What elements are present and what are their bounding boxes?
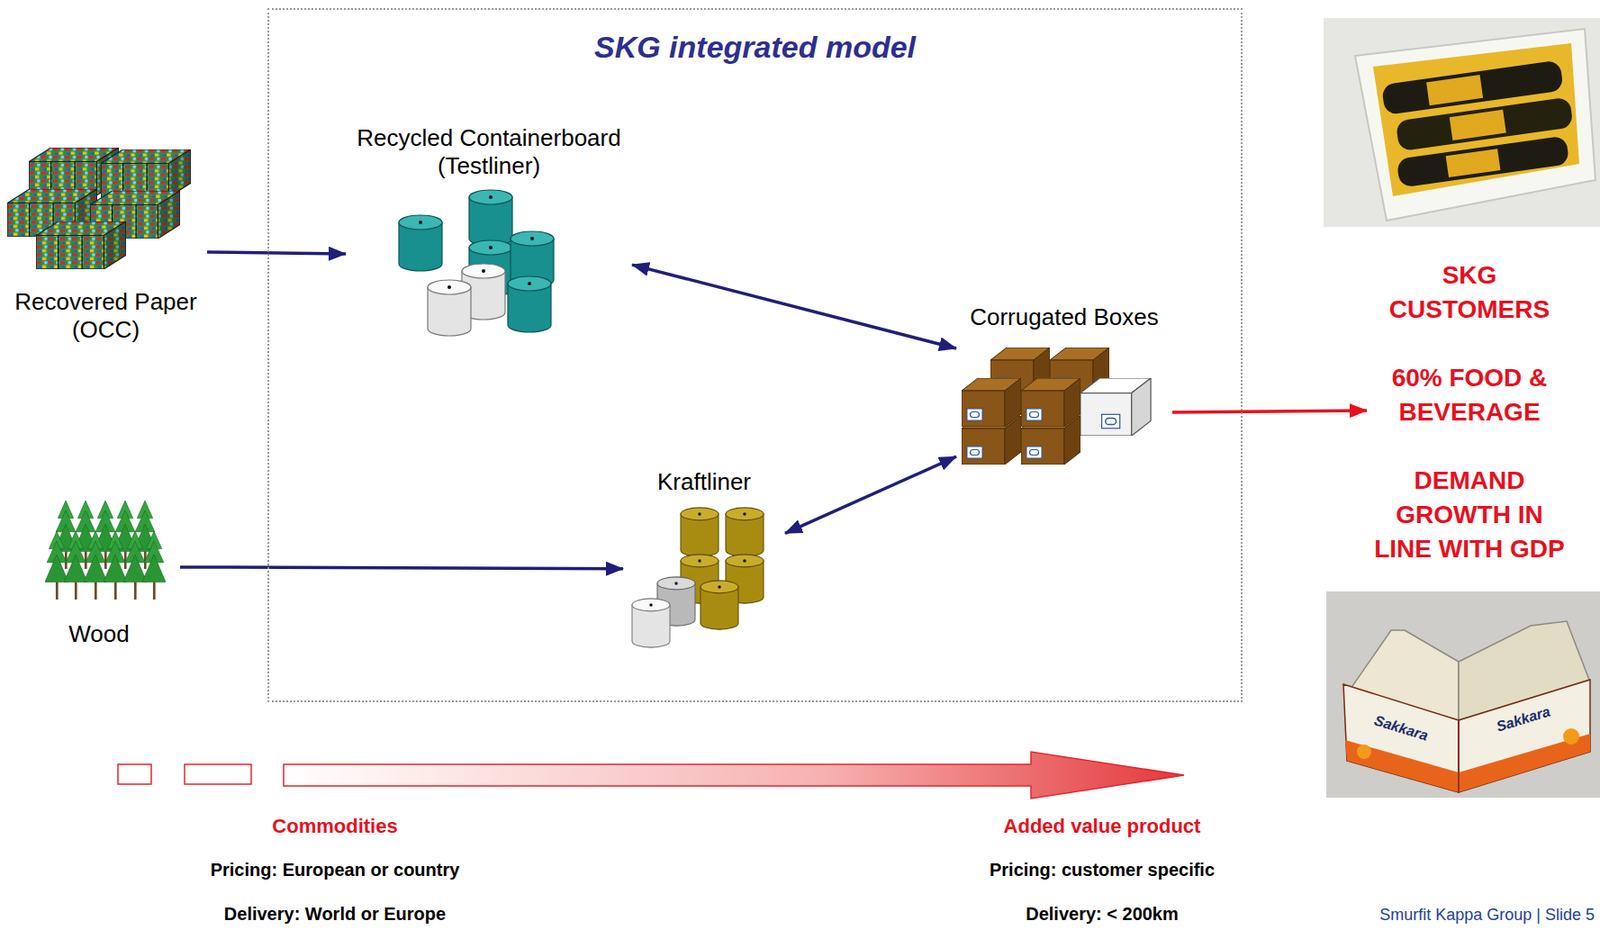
flow-arrow <box>785 456 957 534</box>
node-label: Recycled Containerboard (Testliner) <box>345 124 633 181</box>
source-node: Recovered Paper (OCC) <box>4 144 208 344</box>
paper-bales-icon <box>7 147 190 270</box>
fruit-tray-photo <box>1457 720 1460 793</box>
paper-bales-icon <box>100 149 190 198</box>
slide-footer: Smurfit Kappa Group | Slide 5 <box>1379 905 1595 924</box>
wine-box-photo <box>1323 18 1600 227</box>
boxes-icon <box>1080 378 1151 436</box>
wine-box-photo <box>1323 18 1600 227</box>
product-node: Recycled Containerboard (Testliner) <box>345 124 633 343</box>
fruit-tray-photo <box>1326 591 1600 798</box>
source-node: Wood <box>18 495 181 649</box>
model-region: SKG integrated modelRecycled Containerbo… <box>267 8 1243 703</box>
wine-box-photo <box>1355 28 1596 221</box>
boxes-icon <box>1021 378 1081 427</box>
fruit-tray-photo <box>1326 591 1600 798</box>
region-title: SKG integrated model <box>594 28 916 65</box>
node-label: Kraftliner <box>657 468 751 497</box>
testliner-rolls-icon <box>398 189 554 336</box>
flow-arrow <box>1172 410 1367 413</box>
forest-icon <box>45 531 69 600</box>
boxes-icon <box>961 378 1022 427</box>
testliner-rolls-icon <box>469 189 513 246</box>
kraftliner-rolls-icon <box>632 507 764 648</box>
node-label: Recovered Paper (OCC) <box>4 288 208 344</box>
flow-arrow <box>207 252 346 254</box>
value-chain-arrow <box>117 764 152 785</box>
fruit-tray-photo <box>1343 684 1459 793</box>
value-chain-arrow <box>117 751 1185 799</box>
paper-bales-icon <box>36 221 126 270</box>
value-chain-arrow <box>283 751 1185 799</box>
boxes-icon <box>961 347 1151 465</box>
wine-box-photo <box>1396 135 1571 188</box>
forest-icon <box>83 531 108 600</box>
note-text: Delivery: World or Europe <box>224 903 446 924</box>
note-text: Pricing: European or country <box>210 859 461 880</box>
product-node: Kraftliner <box>623 468 786 655</box>
testliner-rolls-icon <box>427 280 471 336</box>
section-heading: Added value product <box>1003 815 1202 838</box>
node-label: Corrugated Boxes <box>969 303 1159 332</box>
fruit-tray-photo <box>1458 679 1591 793</box>
node-label: 60% FOOD & BEVERAGE <box>1366 361 1573 430</box>
kraftliner-rolls-icon <box>632 598 670 648</box>
brand-print: Sakkara <box>1494 703 1553 735</box>
node-label: Wood <box>68 620 129 649</box>
node-label: DEMAND GROWTH IN LINE WITH GDP <box>1366 463 1573 567</box>
flow-arrow <box>180 567 624 570</box>
forest-icon <box>103 531 127 600</box>
note-text: Pricing: customer specific <box>989 859 1215 880</box>
forest-icon <box>123 531 147 600</box>
kraftliner-rolls-icon <box>700 580 739 630</box>
testliner-rolls-icon <box>398 215 443 272</box>
forest-icon <box>63 531 88 600</box>
section-heading: Commodities <box>271 815 398 838</box>
fruit-tray-photo <box>1356 744 1372 760</box>
fruit-tray-photo <box>1563 728 1580 745</box>
flow-arrow <box>632 264 957 349</box>
wine-box-photo <box>1381 59 1579 189</box>
forest-icon <box>45 500 166 600</box>
kraftliner-rolls-icon <box>725 507 764 557</box>
value-chain-arrow <box>184 764 252 785</box>
wine-box-photo <box>1373 43 1580 197</box>
note-text: Delivery: < 200km <box>1025 903 1179 924</box>
wine-box-photo <box>1426 74 1483 106</box>
wine-box-photo <box>1449 109 1507 141</box>
wine-box-photo <box>1446 148 1501 178</box>
forest-icon <box>142 531 166 600</box>
kraftliner-rolls-icon <box>680 507 719 557</box>
customer-note: SKG CUSTOMERS 60% FOOD & BEVERAGE DEMAND G… <box>1366 258 1573 567</box>
brand-print: Sakkara <box>1372 712 1430 744</box>
fruit-tray-photo <box>1345 740 1459 793</box>
node-label: SKG CUSTOMERS <box>1366 258 1573 327</box>
testliner-rolls-icon <box>507 276 552 333</box>
product-node: Corrugated Boxes <box>956 303 1173 471</box>
